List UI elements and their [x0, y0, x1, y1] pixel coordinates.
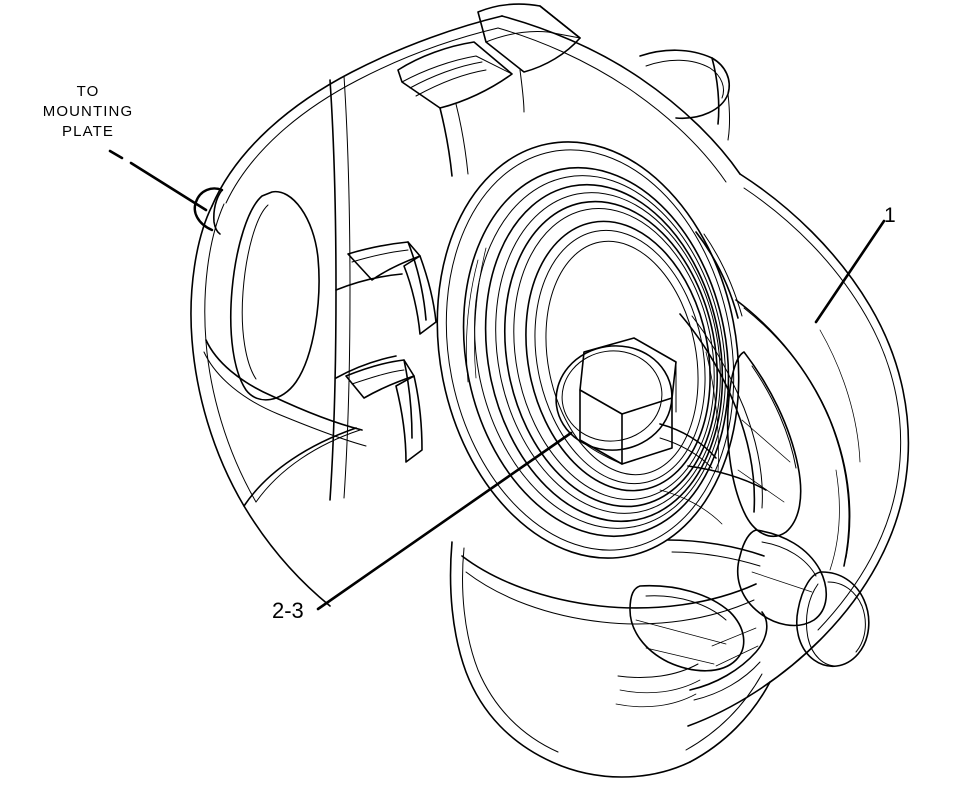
callout-to-mounting-plate: TO MOUNTING PLATE	[42, 83, 134, 140]
leader-item-1	[814, 219, 886, 324]
mounting-boss	[193, 187, 224, 235]
lower-housing	[449, 541, 771, 778]
leader-lines	[108, 149, 886, 611]
leader-mounting-plate	[129, 161, 208, 212]
hex-bolt	[555, 337, 677, 465]
flange-ribs	[335, 241, 437, 463]
webbed-bracket	[629, 173, 910, 727]
pulley-face	[436, 141, 740, 559]
leader-mounting-plate-dash	[108, 149, 124, 160]
upper-ribs	[397, 3, 741, 183]
callout-item-1: 1	[884, 204, 897, 227]
callout-item-2-3: 2-3	[272, 598, 304, 623]
leader-item-2-3	[316, 431, 573, 611]
left-housing-body	[190, 15, 503, 607]
